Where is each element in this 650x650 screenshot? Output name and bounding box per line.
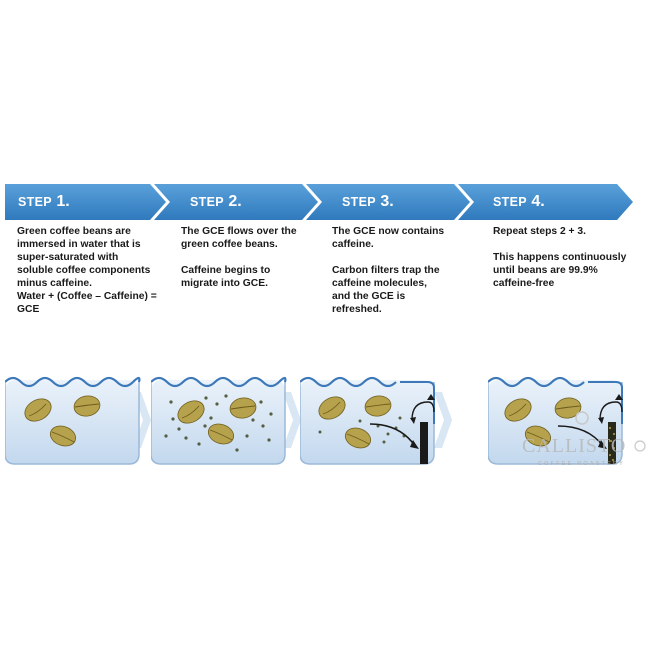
step-3-description: The GCE now contains caffeine. Carbon fi… [332,225,472,316]
water-waves [300,376,397,388]
step-4-line: caffeine-free [493,278,555,289]
step-4-line: This happens continuously [493,252,627,263]
trapped-caffeine [609,427,615,461]
step-4-description: Repeat steps 2 + 3. This happens continu… [493,225,643,290]
water-waves [5,376,141,388]
callisto-logo-mark [575,411,646,452]
step-3-number: 3. [380,193,394,210]
tank-outline [5,382,140,465]
step-2-line: migrate into GCE. [181,278,268,289]
step-3-word: STEP [342,195,376,209]
step-3-label: STEP 3. [342,193,394,211]
filter-housing [588,381,623,424]
carbon-filter [420,422,428,464]
step-2-label: STEP 2. [190,193,242,211]
carbon-filter [608,422,616,464]
coffee-bean-icon [318,395,392,449]
step-2-line: green coffee beans. [181,239,278,250]
caffeine-particles [318,416,406,444]
step-3-line: and the GCE is [332,291,406,302]
step-3-chevron [306,184,470,220]
step-1-line: super-saturated with [17,252,119,263]
step-1-description: Green coffee beans are immersed in water… [17,225,167,316]
step-2-line: The GCE flows over the [181,226,297,237]
coffee-bean-icon [24,395,101,447]
tank-outline [488,382,623,465]
step-1-label: STEP 1. [18,193,70,211]
step-1-line: Green coffee beans are [17,226,131,237]
step-3-line: The GCE now contains [332,226,445,237]
step-4-label: STEP 4. [493,193,545,211]
step-2-number: 2. [228,193,242,210]
step-2-line: Caffeine begins to [181,265,271,276]
water-body [151,380,285,464]
step-4-line: until beans are 99.9% [493,265,598,276]
step-4-chevron [458,184,633,220]
arrow-3-4 [434,392,452,448]
step-1-number: 1. [56,193,70,210]
return-arrow-icon [411,401,435,421]
step-1-line: minus caffeine. [17,278,92,289]
step-2-chevron [154,184,318,220]
tank-step-1 [5,376,141,465]
logo-name: CALLISTO [522,435,627,457]
water-waves [151,376,287,388]
coffee-bean-icon [177,397,257,445]
coffee-bean-icon [504,397,582,447]
tank-step-4 [488,376,623,465]
step-4-line: Repeat steps 2 + 3. [493,226,587,237]
step-4-word: STEP [493,195,527,209]
step-4-number: 4. [531,193,545,210]
return-arrow-icon [599,401,623,421]
tank-outline [300,382,435,465]
filter-housing [400,381,435,424]
step-1-line: immersed in water that is [17,239,141,250]
step-1-line: GCE [17,304,40,315]
caffeine-particles [164,394,273,452]
water-body [5,380,139,464]
water-waves [488,376,585,388]
step-3-line: refreshed. [332,304,382,315]
tank-outline [151,382,286,465]
step-3-line: caffeine. [332,239,374,250]
logo-subtitle: COFFEE ROASTERY [538,461,625,467]
tank-step-3 [300,376,435,465]
arrow-2-3 [283,392,301,448]
step-2-word: STEP [190,195,224,209]
step-2-description: The GCE flows over the green coffee bean… [181,225,321,290]
step-3-line: caffeine molecules, [332,278,427,289]
step-1-chevron [5,184,166,220]
arrow-1-2 [133,392,151,448]
step-1-line: Water + (Coffee – Caffeine) = [17,291,157,302]
step-1-line: soluble coffee components [17,265,151,276]
step-1-word: STEP [18,195,52,209]
tank-step-2 [151,376,287,465]
step-3-line: Carbon filters trap the [332,265,440,276]
